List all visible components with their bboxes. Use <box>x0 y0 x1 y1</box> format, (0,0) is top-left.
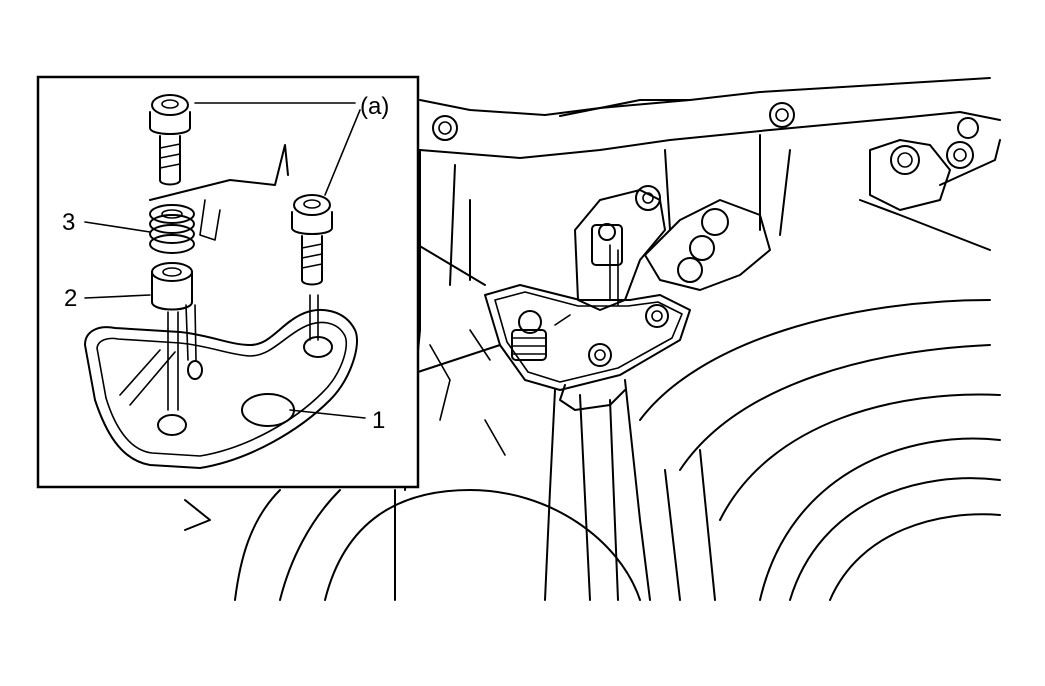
detent-arm-outline <box>149 144 289 201</box>
callout-2-label: 2 <box>64 285 77 312</box>
bolt-a-right <box>291 194 333 341</box>
exploded-view-inset: (a) 3 2 1 <box>36 75 501 489</box>
bolt-a-left <box>149 94 191 186</box>
callout-1-leader <box>289 409 366 419</box>
inset-leader-bottom <box>417 344 501 373</box>
inset-frame <box>36 75 420 489</box>
callout-a-leader-right <box>324 109 361 196</box>
transmission-housing <box>184 77 1001 601</box>
pin-guide-lines <box>185 304 197 361</box>
detent-arm-tab <box>199 199 221 241</box>
callout-a-label: (a) <box>360 93 389 120</box>
installed-detent-plate <box>484 189 691 411</box>
callout-1-label: 1 <box>372 407 385 434</box>
inset-leader-top <box>417 244 486 286</box>
spring-part <box>149 204 195 254</box>
callout-3-leader <box>84 221 151 233</box>
callout-2-leader <box>84 294 151 299</box>
callout-3-label: 3 <box>62 209 75 236</box>
roller-part <box>151 262 193 411</box>
